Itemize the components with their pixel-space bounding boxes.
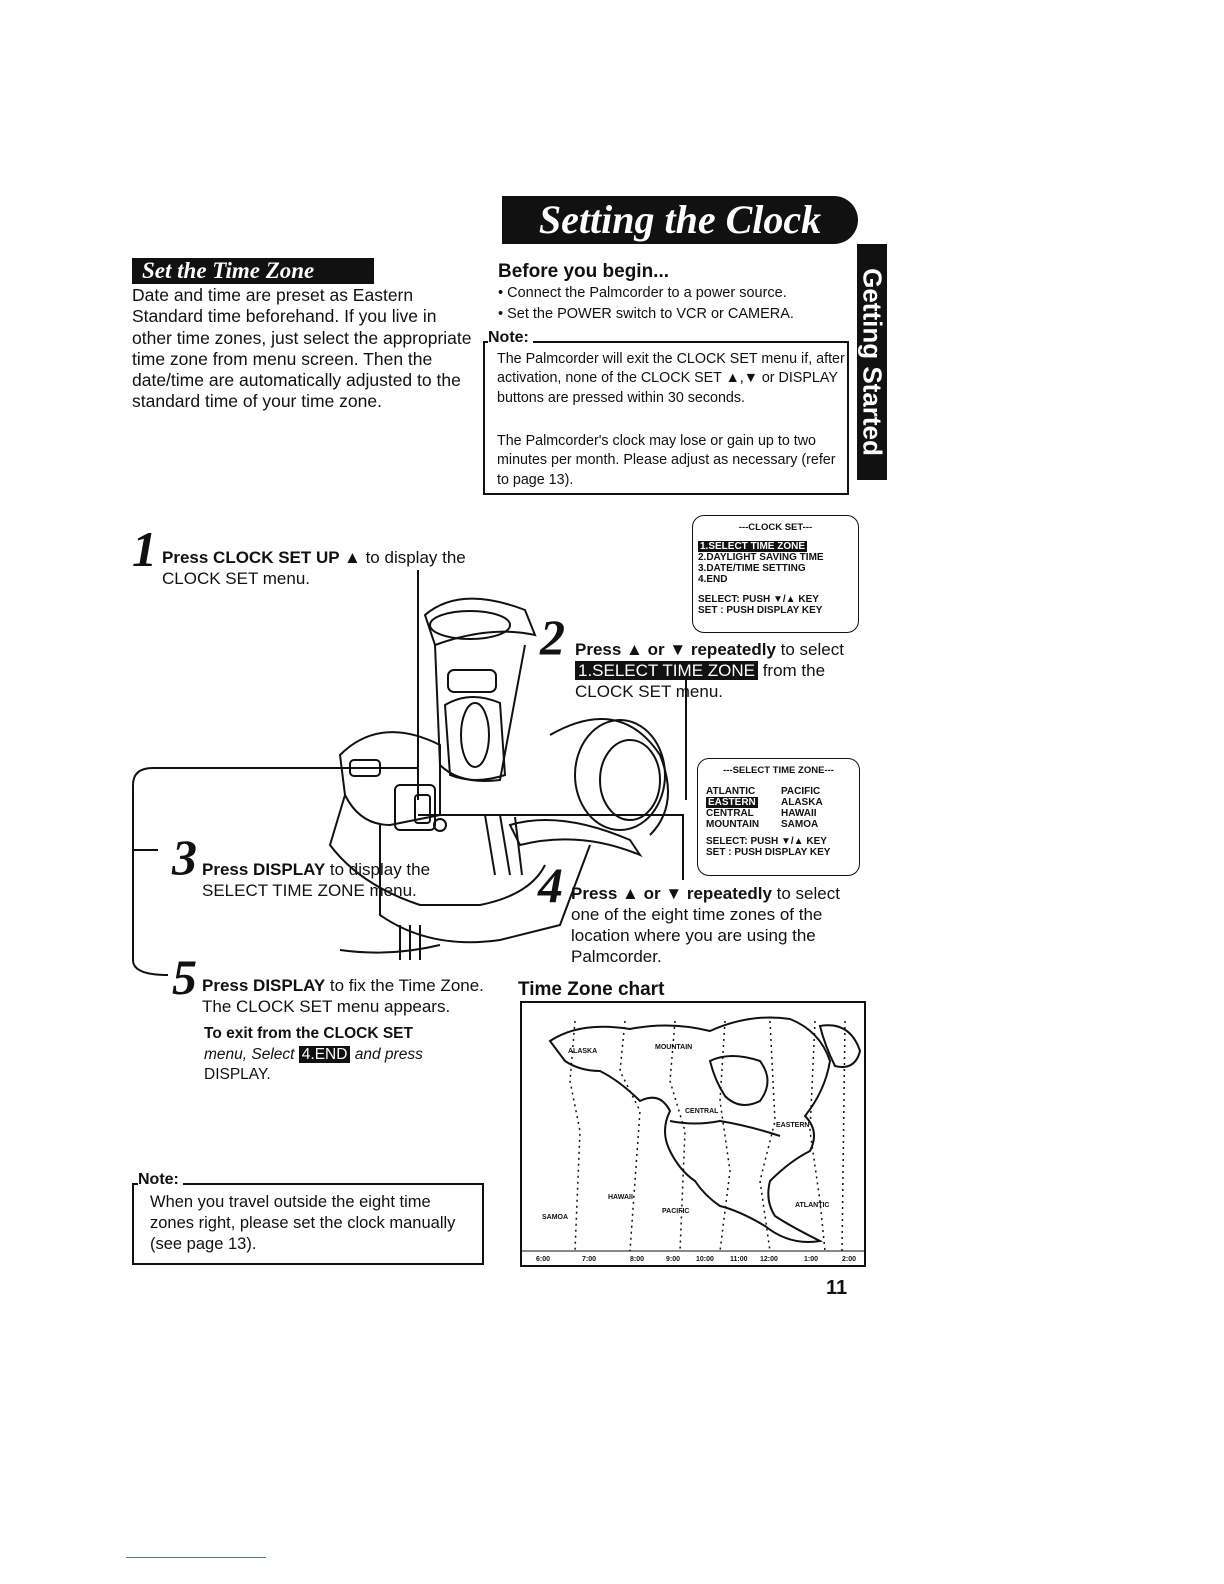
lcd-set-hint: SET : PUSH DISPLAY KEY [706,847,831,858]
exit-line: and press [350,1045,423,1063]
lcd-zone: ALASKA [781,797,823,808]
step-4-desc: to select one of the eight time zones of… [571,884,840,966]
lcd-zone: HAWAII [781,808,817,819]
time-scale: 6:00 7:00 8:00 9:00 10:00 11:00 12:00 1:… [536,1256,856,1263]
zone-label: ATLANTIC [795,1202,829,1209]
step-5-text: Press DISPLAY to fix the Time Zone. The … [202,975,512,1017]
end-menu-highlight: 4.END [298,1045,351,1063]
time-zone-map: ALASKA MOUNTAIN CENTRAL EASTERN HAWAII S… [520,1001,866,1267]
note-label: Note: [488,329,533,347]
time-label: 8:00 [630,1256,644,1263]
step-3-action: Press DISPLAY [202,860,326,879]
exit-line: To exit from the CLOCK SET [204,1025,413,1042]
exit-instructions: To exit from the CLOCK SET menu, Select … [204,1024,494,1086]
lcd-zone: MOUNTAIN [706,819,760,830]
time-label: 6:00 [536,1256,550,1263]
step-number: 2 [540,609,565,665]
section-tab-label: Getting Started [857,268,888,456]
step-number: 1 [132,521,157,577]
lcd-zone: CENTRAL [706,808,754,819]
note-text: The Palmcorder will exit the CLOCK SET m… [497,351,845,406]
lcd-menu-item: 2.DAYLIGHT SAVING TIME [698,552,824,563]
zone-label: EASTERN [776,1122,809,1129]
north-america-outline [548,1016,862,1243]
note-box-border [483,341,849,343]
note-label: Note: [138,1171,183,1189]
zone-label: PACIFIC [662,1208,689,1215]
lcd-zone: ATLANTIC [706,786,756,797]
note-box-border [132,1183,484,1185]
lcd-set-hint: SET : PUSH DISPLAY KEY [698,605,823,616]
footer-rule [126,1557,266,1558]
prep-item: • Connect the Palmcorder to a power sour… [498,285,787,301]
time-label: 12:00 [760,1256,778,1263]
note-text: The Palmcorder's clock may lose or gain … [497,433,836,488]
before-you-begin-title: Before you begin... [498,261,670,282]
step-1-action: Press CLOCK SET UP ▲ [162,548,361,567]
lcd-menu-item: 4.END [698,574,728,585]
note-box [483,341,849,495]
time-zone-lcd: ---SELECT TIME ZONE--- ATLANTIC EASTERN … [697,758,860,876]
step-1-desc: to display the CLOCK SET menu. [162,548,466,588]
step-2-desc: to select [775,640,844,659]
lcd-title: ---CLOCK SET--- [738,522,813,533]
time-label: 1:00 [804,1256,818,1263]
step-2-text: Press ▲ or ▼ repeatedly to select 1.SELE… [575,639,865,702]
callout-lines [132,570,687,976]
step-1-text: Press CLOCK SET UP ▲ to display the CLOC… [162,547,472,589]
section-tab: Getting Started [857,244,888,480]
step-2-action: Press ▲ or ▼ repeatedly [575,640,776,659]
lcd-zone: SAMOA [781,819,819,830]
lcd-menu-item: 1.SELECT TIME ZONE [698,541,808,552]
zone-label: MOUNTAIN [655,1044,692,1051]
exit-line: menu, Select [204,1045,299,1063]
step-5-desc: to fix the Time Zone. The CLOCK SET menu… [202,976,484,1016]
time-label: 7:00 [582,1256,596,1263]
menu-item-highlight: 1.SELECT TIME ZONE [575,661,758,680]
lcd-zone-selected: EASTERN [706,797,758,808]
step-4-action: Press ▲ or ▼ repeatedly [571,884,772,903]
step-4-text: Press ▲ or ▼ repeatedly to select one of… [571,883,861,967]
lcd-select-hint: SELECT: PUSH ▼/▲ KEY [706,836,827,847]
time-zone-description: Date and time are preset as Eastern Stan… [132,285,472,412]
zone-label: SAMOA [542,1214,568,1221]
page-number: 11 [826,1277,848,1299]
camcorder-illustration [328,597,669,960]
step-number: 3 [172,829,197,885]
lcd-title: ---SELECT TIME ZONE--- [723,765,834,776]
lcd-zone: PACIFIC [781,786,821,797]
time-label: 9:00 [666,1256,680,1263]
lcd-menu-item: 3.DATE/TIME SETTING [698,563,806,574]
step-3-desc: to display the SELECT TIME ZONE menu. [202,860,431,900]
step-number: 5 [172,949,197,1005]
step-number: 4 [538,857,563,913]
step-5-action: Press DISPLAY [202,976,326,995]
time-zone-heading: Set the Time Zone [132,258,374,284]
lcd-select-hint: SELECT: PUSH ▼/▲ KEY [698,594,819,605]
zone-label: CENTRAL [685,1108,719,1115]
page-title: Setting the Clock [502,196,858,244]
zone-label: ALASKA [568,1048,597,1055]
zone-boundaries [569,1020,846,1252]
note-box [132,1183,484,1265]
map-title: Time Zone chart [518,979,665,1000]
clock-set-lcd: ---CLOCK SET--- 1.SELECT TIME ZONE 2.DAY… [692,515,859,633]
step-3-text: Press DISPLAY to display the SELECT TIME… [202,859,457,901]
time-label: 11:00 [730,1256,748,1263]
prep-item: • Set the POWER switch to VCR or CAMERA. [498,306,794,322]
note-text: When you travel outside the eight time z… [150,1193,456,1253]
time-label: 10:00 [696,1256,714,1263]
step-2-desc: from the CLOCK SET menu. [575,661,826,701]
time-label: 2:00 [842,1256,856,1263]
exit-line: DISPLAY. [204,1066,271,1083]
zone-label: HAWAII [608,1194,633,1201]
